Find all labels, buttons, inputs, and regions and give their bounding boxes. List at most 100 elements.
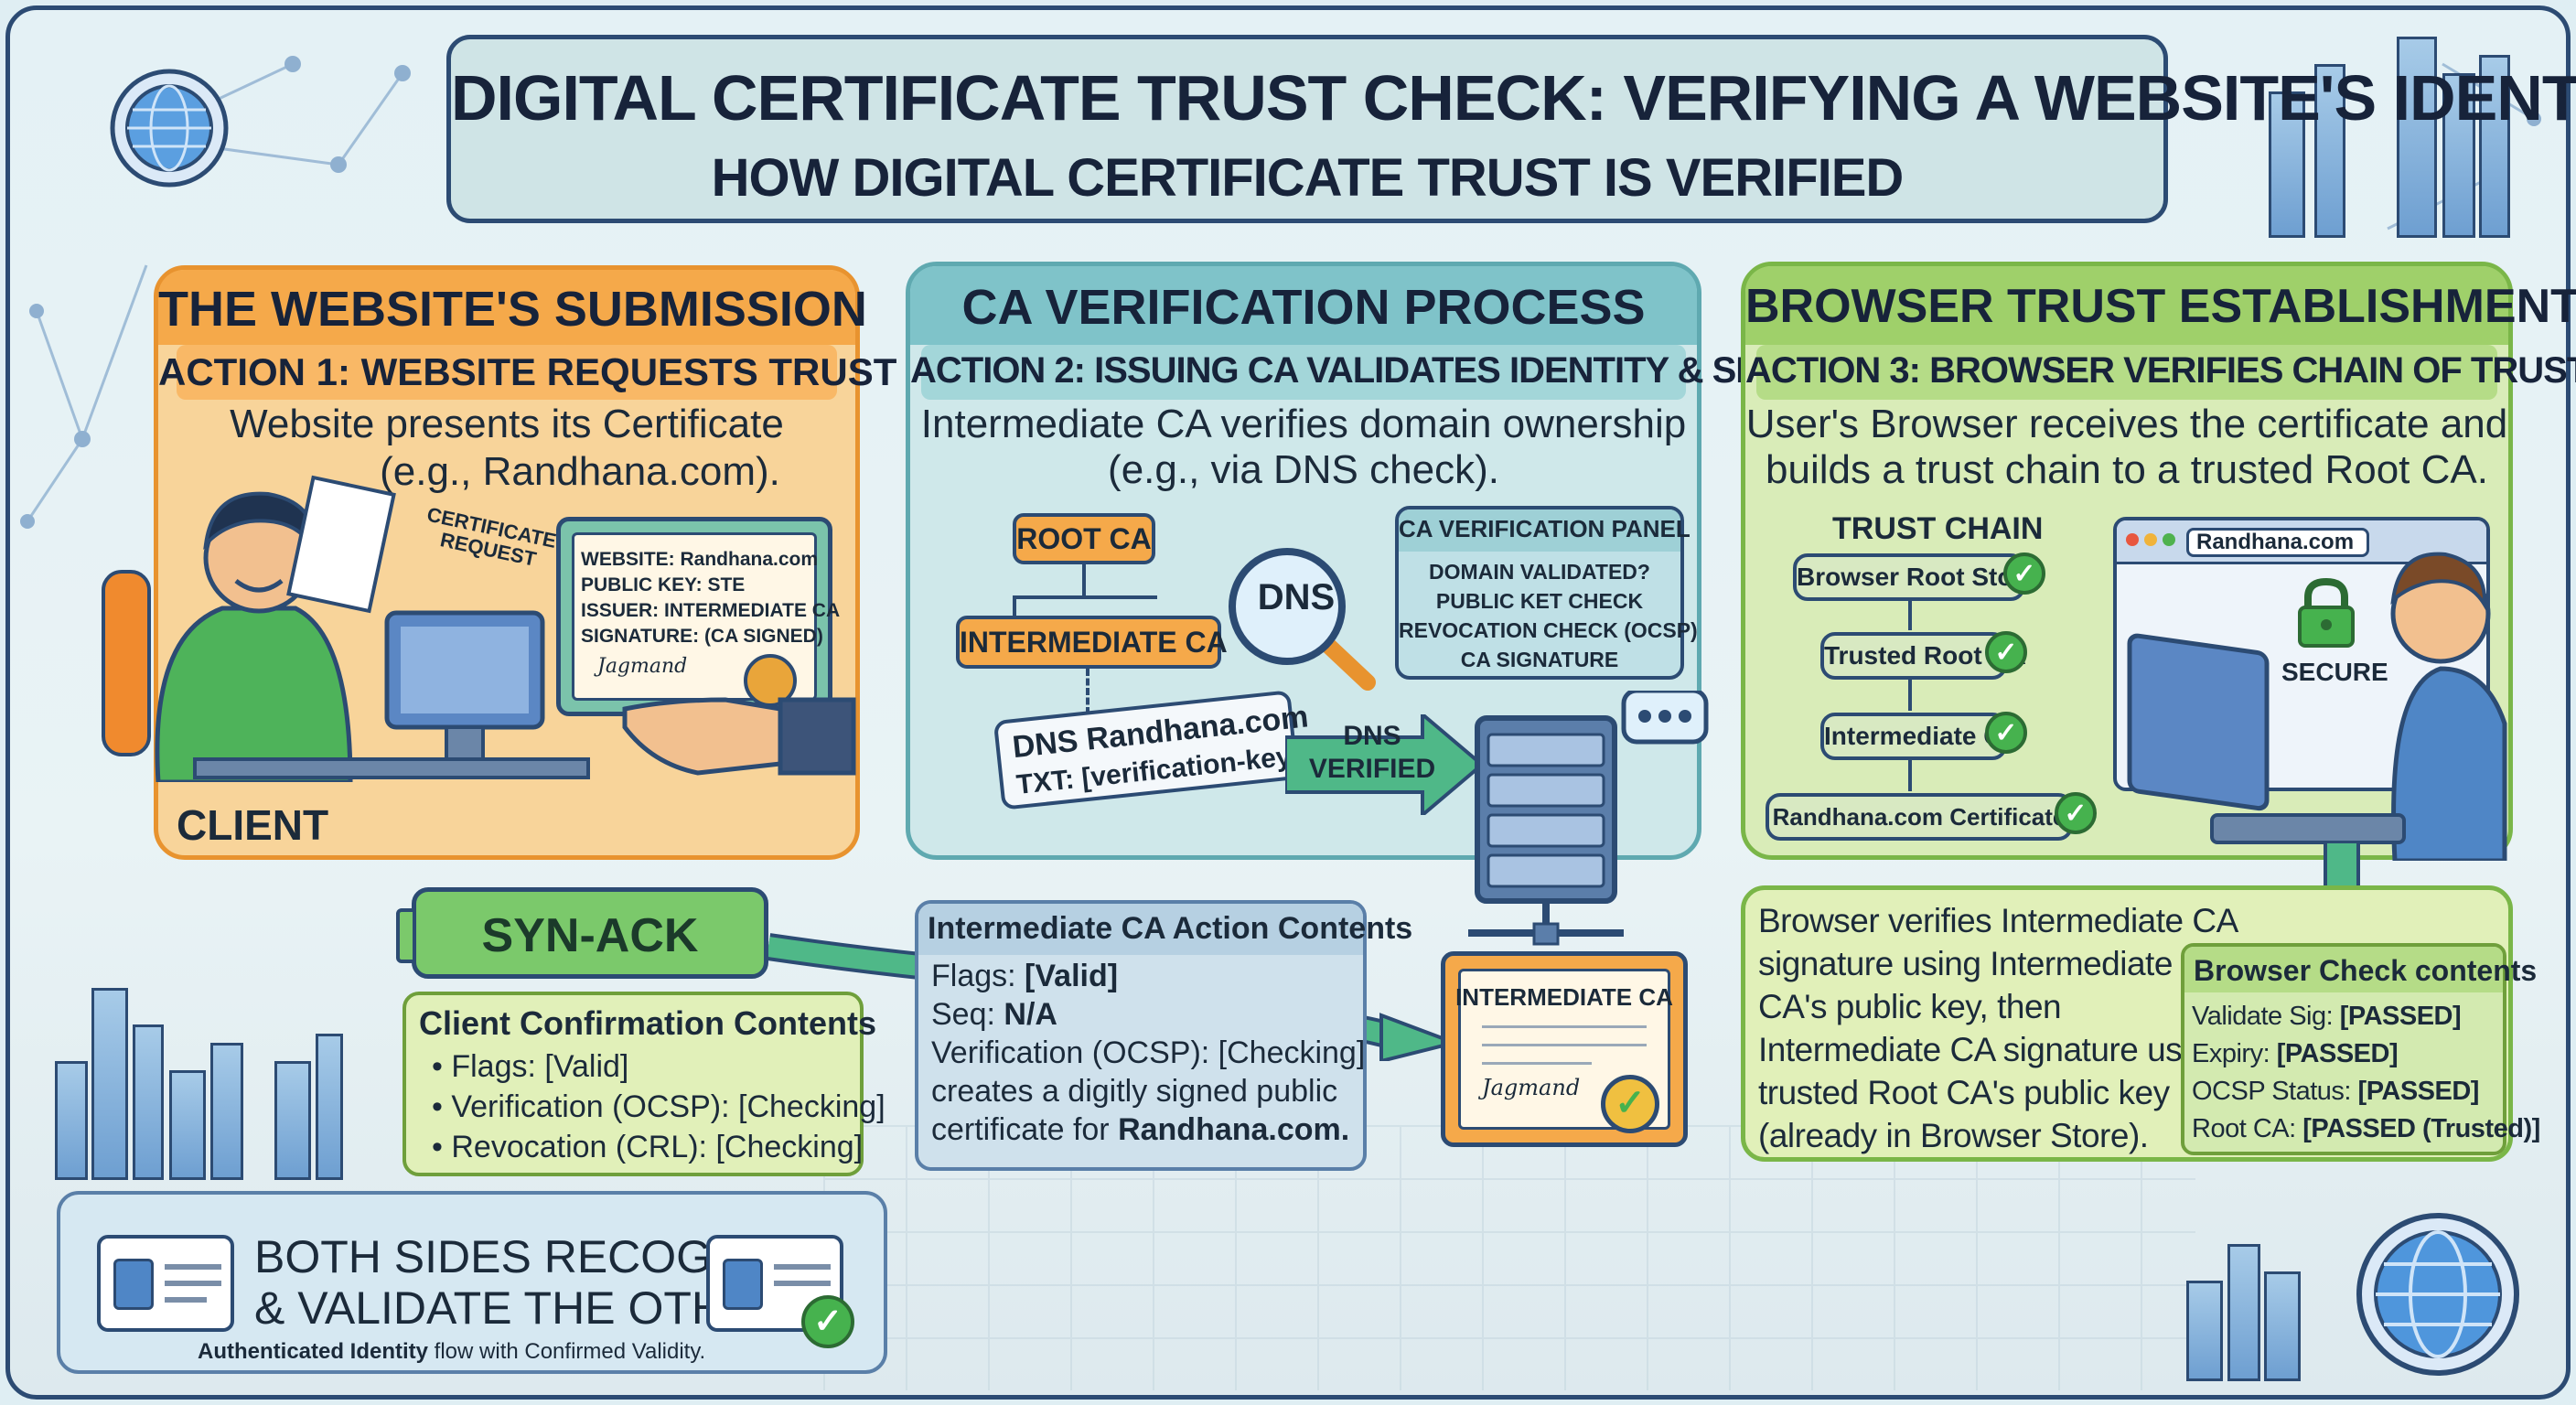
footer-box: BOTH SIDES RECOGNIZE & VALIDATE THE OTHE… [57,1191,887,1374]
client-user-illustration [102,475,590,782]
client-label: CLIENT [177,801,329,849]
arrow-icon [1285,714,1486,815]
dns-record-card: DNS Randhana.com TXT: [verification-key] [993,690,1310,810]
check-ca-signature: CA SIGNATURE [1460,648,1619,671]
check-icon: ✓ [801,1295,854,1348]
syn-ack-label: SYN-ACK [481,909,699,962]
browser-verify-line1: Browser verifies Intermediate CA [1758,902,2238,939]
browser-check-root-ca: Root CA: [PASSED (Trusted)] [2192,1114,2540,1143]
skyline-building [2479,55,2510,238]
ica-flags: Flags: [Valid] [931,959,1119,993]
skyline-building [133,1024,164,1180]
dns-verified-line1: DNS [1343,721,1401,751]
certificate-icon: INTERMEDIATE CA Jagmand ✓ [1441,951,1688,1147]
chain-browser-root-store: Browser Root Store [1793,553,2037,601]
browser-check-expiry: Expiry: [PASSED] [2192,1039,2399,1068]
browser-check-title: Browser Check contents [2194,954,2538,987]
ica-action-title: Intermediate CA Action Contents [928,911,1413,946]
check-icon: ✓ [1985,631,2027,673]
browser-verify-line5: trusted Root CA's public key [1758,1074,2170,1111]
panel1-desc-line2: (e.g., Randhana.com). [380,449,780,494]
cert-signature-scribble: Jagmand [597,655,688,678]
check-revocation: REVOCATION CHECK (OCSP) [1399,618,1698,642]
skyline-building [274,1061,311,1180]
skyline-building [2314,64,2345,238]
hand-icon [622,697,856,776]
browser-verify-line4: Intermediate CA signature using [1758,1031,2227,1068]
page-subtitle: HOW DIGITAL CERTIFICATE TRUST IS VERIFIE… [711,148,1905,208]
browser-verify-line2: signature using Intermediate [1758,945,2173,982]
cert-website: WEBSITE: Randhana.com [581,549,819,570]
panel1-desc-line1: Website presents its Certificate [230,402,784,446]
panel3-header: BROWSER TRUST ESTABLISHMENT [1745,280,2576,333]
client-revocation: • Revocation (CRL): [Checking] [432,1130,864,1164]
globe-icon [110,69,229,188]
skyline-building [169,1070,206,1180]
panel-ca-verification: CA VERIFICATION PROCESS ACTION 2: ISSUIN… [906,262,1822,860]
skyline-building [2397,37,2437,238]
panel3-desc-line1: User's Browser receives the certificate … [1745,402,2508,446]
check-icon: ✓ [2003,552,2045,595]
check-icon: ✓ [2055,792,2097,834]
cert-signature: SIGNATURE: (CA SIGNED) [581,626,823,647]
secure-label: SECURE [2281,658,2388,686]
chain-trusted-root-ca: Trusted Root CA [1820,632,2026,680]
skyline-building [210,1043,243,1180]
panel-website-submission: THE WEBSITE'S SUBMISSION ACTION 1: WEBSI… [102,265,897,860]
check-icon: ✓ [1601,1075,1659,1133]
chain-intermediate-ca: Intermediate CA [1820,713,2021,760]
ca-verification-panel: CA VERIFICATION PANEL DOMAIN VALIDATED? … [1395,506,1698,680]
id-card-icon [97,1235,234,1332]
browser-verification-panel: Browser verifies Intermediate CA signatu… [1741,885,2540,1162]
panel-browser-trust: BROWSER TRUST ESTABLISHMENT ACTION 3: BR… [1741,262,2576,861]
title-banner: DIGITAL CERTIFICATE TRUST CHECK: VERIFYI… [446,35,2576,223]
panel2-header: CA VERIFICATION PROCESS [961,280,1646,335]
panel2-desc-line1: Intermediate CA verifies domain ownershi… [920,402,1687,446]
ica-creates-line1: creates a digitly signed public [931,1074,1338,1109]
ica-action-box: Intermediate CA Action Contents Flags: [… [915,900,1412,1171]
skyline-building [91,988,128,1180]
browser-check-validate-sig: Validate Sig: [PASSED] [2192,1002,2462,1031]
check-domain-validated: DOMAIN VALIDATED? [1429,560,1650,584]
skyline-building [2442,73,2475,238]
check-icon: ✓ [1985,712,2027,754]
dns-verified-label: DNS VERIFIED [1304,720,1441,786]
skyline-building [55,1061,88,1180]
skyline-building [2269,91,2305,238]
ica-seq: Seq: N/A [931,997,1057,1032]
client-verification: • Verification (OCSP): [Checking] [432,1089,886,1124]
panel2-action: ACTION 2: ISSUING CA VALIDATES IDENTITY … [910,350,1822,391]
client-flags: • Flags: [Valid] [432,1049,629,1084]
cert-public-key: PUBLIC KEY: STE [581,574,746,595]
browser-user-illustration [2127,552,2507,861]
skyline-building [2186,1281,2223,1381]
page-title: DIGITAL CERTIFICATE TRUST CHECK: VERIFYI… [451,62,2576,134]
panel3-desc-line2: builds a trust chain to a trusted Root C… [1766,447,2488,492]
ica-creates-line2: certificate for Randhana.com. [931,1112,1350,1147]
globe-icon [2356,1213,2519,1376]
issued-cert-signature: Jagmand [1482,1075,1581,1100]
panel3-action: ACTION 3: BROWSER VERIFIES CHAIN OF TRUS… [1745,350,2576,391]
ica-verification: Verification (OCSP): [Checking] [931,1035,1366,1070]
browser-url-bar[interactable]: Randhana.com [2186,528,2369,557]
trust-chain-title: TRUST CHAIN [1832,511,2044,546]
syn-ack-plug: SYN-ACK [396,887,768,979]
dns-verified-line2: VERIFIED [1308,754,1436,784]
browser-check-ocsp: OCSP Status: [PASSED] [2192,1077,2479,1106]
footer-note: Authenticated Identity flow with Confirm… [198,1339,706,1364]
skyline-building [2227,1244,2260,1381]
client-confirmation-title: Client Confirmation Contents [419,1004,876,1042]
browser-verify-line3: CA's public key, then [1758,988,2062,1025]
root-ca-node: ROOT CA [1013,513,1155,564]
skyline-building [2264,1271,2301,1381]
certificate-icon: WEBSITE: Randhana.com PUBLIC KEY: STE IS… [556,517,840,716]
panel1-header: THE WEBSITE'S SUBMISSION [158,282,867,337]
chain-randhana-certificate: Randhana.com Certificate [1766,793,2073,841]
intermediate-ca-node: INTERMEDIATE CA [956,616,1228,669]
panel1-action: ACTION 1: WEBSITE REQUESTS TRUST [158,350,897,393]
client-confirmation-box: Client Confirmation Contents • Flags: [V… [402,992,886,1176]
skyline-building [316,1034,343,1180]
browser-verify-line6: (already in Browser Store). [1758,1117,2149,1154]
cert-issuer: ISSUER: INTERMEDIATE CA [581,600,841,621]
browser-check-box: Browser Check contents Validate Sig: [PA… [2181,943,2540,1155]
